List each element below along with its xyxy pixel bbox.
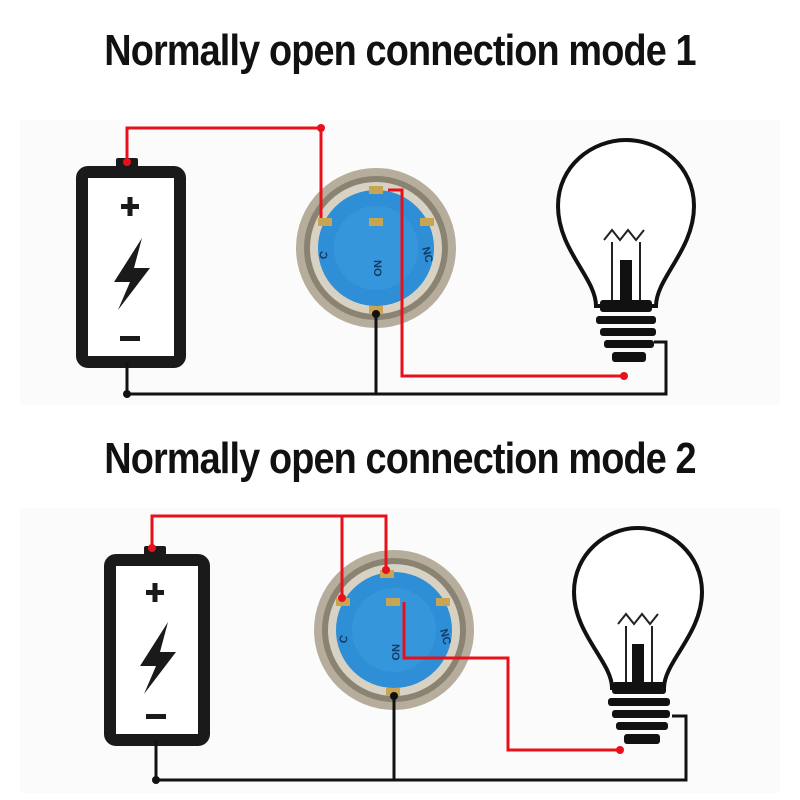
battery-icon [76,158,186,368]
plus-icon [121,197,139,216]
terminal-label-no: NO [371,260,383,277]
terminal-label-nc: NC [437,628,453,647]
lightning-bolt-icon [114,238,150,310]
wire-junction-dots [123,124,628,398]
diagram-1-drawing: C NO NC [76,124,697,398]
wires-red [125,126,624,378]
wire-junction-dots [148,544,624,784]
light-bulb-icon [571,525,705,744]
lightning-bolt-icon [140,622,176,694]
minus-icon [146,714,166,719]
diagram-2-title: Normally open connection mode 2 [104,434,696,483]
wires-red [150,514,620,752]
diagram-2: C NO NC [0,498,800,798]
minus-icon [120,336,140,341]
terminal-label-no: NO [389,644,401,661]
wires-black [154,696,688,782]
diagram-1: C NO NC [0,110,800,410]
push-button-switch-icon: C NO NC [296,168,456,328]
wires-black [125,314,668,396]
diagram-1-title: Normally open connection mode 1 [104,26,696,75]
battery-icon [104,546,210,746]
push-button-switch-icon: C NO NC [314,550,474,710]
plus-icon [146,583,164,602]
terminal-label-nc: NC [419,246,435,265]
terminal-label-c: C [337,634,351,645]
terminal-label-c: C [317,250,331,261]
diagram-2-drawing: C NO NC [104,514,705,784]
light-bulb-icon [555,137,697,362]
